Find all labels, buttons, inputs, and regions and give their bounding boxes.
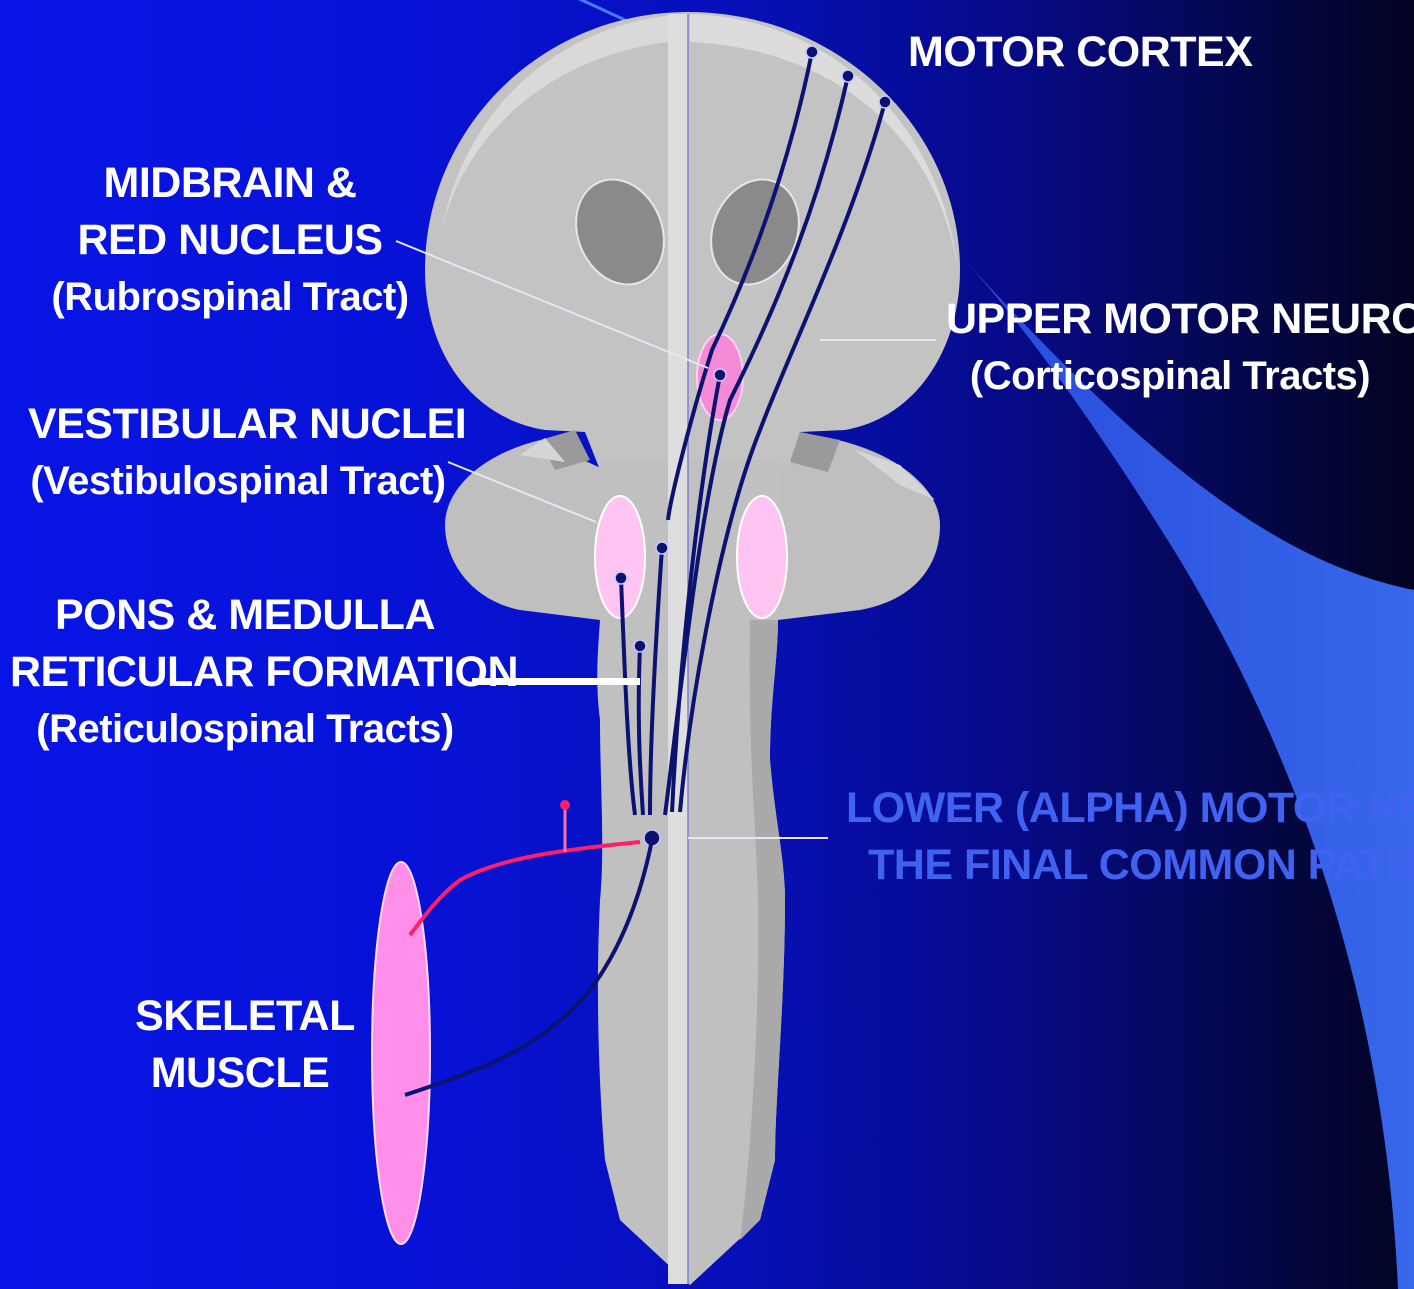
label-subtext: (Rubrospinal Tract) xyxy=(40,269,420,326)
label-lower-motor-neuron: LOWER (ALPHA) MOTOR NEU THE FINAL COMMON… xyxy=(846,780,1414,894)
label-text: RED NUCLEUS xyxy=(40,212,420,269)
label-upper-motor-neuron: UPPER MOTOR NEURON (Corticospinal Tracts… xyxy=(946,291,1414,405)
label-pons-medulla: PONS & MEDULLA RETICULAR FORMATION (Reti… xyxy=(10,587,480,758)
vestibular-nucleus-right xyxy=(737,496,787,618)
light-beam xyxy=(960,255,1414,1289)
label-vestibular-nuclei: VESTIBULAR NUCLEI (Vestibulospinal Tract… xyxy=(28,396,448,510)
sensory-ganglion xyxy=(560,800,570,810)
label-skeletal-muscle: SKELETAL MUSCLE xyxy=(120,988,370,1102)
label-motor-cortex: MOTOR CORTEX xyxy=(908,24,1252,81)
label-text: MOTOR CORTEX xyxy=(908,24,1252,81)
label-subtext: (Reticulospinal Tracts) xyxy=(10,701,480,758)
label-text: PONS & MEDULLA xyxy=(10,587,480,644)
label-text: VESTIBULAR NUCLEI xyxy=(28,396,448,453)
label-text: SKELETAL xyxy=(120,988,370,1045)
label-midbrain: MIDBRAIN & RED NUCLEUS (Rubrospinal Trac… xyxy=(40,155,420,326)
label-text: RETICULAR FORMATION xyxy=(10,644,480,701)
label-subtext: (Vestibulospinal Tract) xyxy=(28,453,448,510)
label-text: MUSCLE xyxy=(110,1045,370,1102)
label-text: MIDBRAIN & xyxy=(40,155,420,212)
label-text: UPPER MOTOR NEURON xyxy=(946,291,1414,348)
label-text: LOWER (ALPHA) MOTOR NEU xyxy=(846,780,1414,837)
label-subtext: (Corticospinal Tracts) xyxy=(926,348,1414,405)
label-text: THE FINAL COMMON PATHW xyxy=(868,837,1414,894)
